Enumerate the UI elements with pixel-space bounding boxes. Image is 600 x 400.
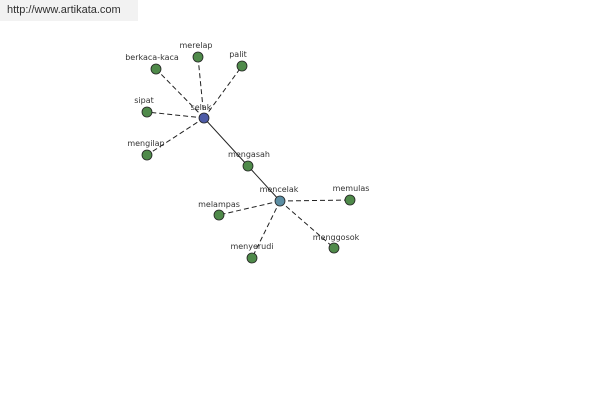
- edge-selak-palit: [203, 65, 243, 119]
- node-berkaca-kaca[interactable]: [150, 63, 162, 75]
- node-mengasah[interactable]: [242, 160, 254, 172]
- edge-selak-mengasah: [203, 117, 249, 167]
- node-label-memulas: memulas: [333, 184, 370, 193]
- node-label-mengilap: mengilap: [127, 139, 164, 148]
- node-label-melampas: melampas: [198, 200, 240, 209]
- node-sipat[interactable]: [141, 106, 153, 118]
- node-label-sipat: sipat: [134, 96, 154, 105]
- edge-mencelak-melampas: [218, 200, 281, 216]
- node-memulas[interactable]: [344, 194, 356, 206]
- node-label-palit: palit: [229, 50, 247, 59]
- node-menyerudi[interactable]: [246, 252, 258, 264]
- node-mencelak[interactable]: [274, 195, 286, 207]
- node-merelap[interactable]: [192, 51, 204, 63]
- edge-selak-berkaca-kaca: [155, 68, 205, 119]
- node-palit[interactable]: [236, 60, 248, 72]
- node-melampas[interactable]: [213, 209, 225, 221]
- edge-selak-sipat: [146, 111, 205, 119]
- node-mengilap[interactable]: [141, 149, 153, 161]
- edge-mencelak-memulas: [279, 199, 351, 202]
- edges-layer: [146, 56, 351, 259]
- labels-layer: selak mengasah mencelak berkaca-kacamerelap…: [125, 41, 369, 251]
- node-label-mengasah: mengasah: [228, 150, 270, 159]
- edge-selak-merelap: [197, 56, 205, 119]
- edge-mencelak-menggosok: [279, 200, 335, 249]
- edge-selak-mengilap: [146, 117, 205, 156]
- node-label-merelap: merelap: [180, 41, 213, 50]
- node-label-menggosok: menggosok: [313, 233, 360, 242]
- node-selak[interactable]: [198, 112, 210, 124]
- node-label-berkaca-kaca: berkaca-kaca: [125, 53, 179, 62]
- node-label-mencelak: mencelak: [260, 185, 299, 194]
- node-menggosok[interactable]: [328, 242, 340, 254]
- edge-mengasah-mencelak: [247, 165, 281, 202]
- nodes-layer: [141, 51, 356, 264]
- url-banner[interactable]: http://www.artikata.com: [0, 0, 138, 21]
- edge-mencelak-menyerudi: [251, 200, 281, 259]
- node-label-selak: selak: [191, 103, 212, 112]
- node-label-menyerudi: menyerudi: [230, 242, 273, 251]
